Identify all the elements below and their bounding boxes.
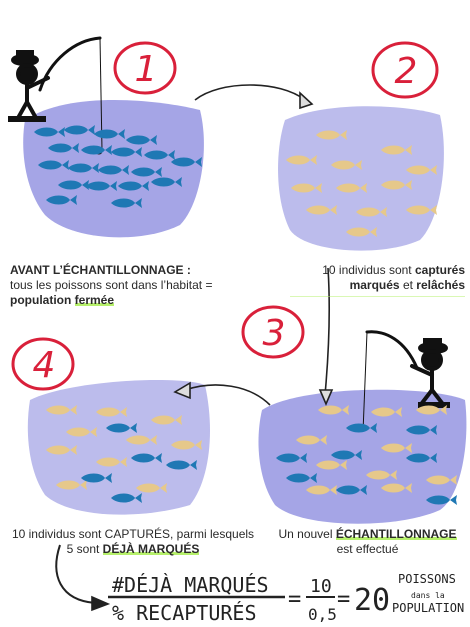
formula-label-mid: dans la xyxy=(411,591,445,600)
arrows xyxy=(55,84,334,612)
arrow-4-to-formula xyxy=(55,544,96,604)
pond-step2 xyxy=(278,106,444,251)
step1-line3: population fermée xyxy=(10,293,115,307)
step1-title: AVANT L’ÉCHANTILLONNAGE : xyxy=(10,263,191,277)
step1-caption: AVANT L’ÉCHANTILLONNAGE : tous les poiss… xyxy=(10,263,250,308)
formula-label-bottom: POPULATION xyxy=(392,601,464,615)
arrow-1-to-2 xyxy=(194,84,306,101)
fisherman-step3 xyxy=(365,330,450,408)
formula: #DÉJÀ MARQUÉS % RECAPTURÉS = 10 0,5 = 20… xyxy=(108,572,464,625)
formula-numerator-2: 10 xyxy=(310,576,332,597)
arrow-3-to-4 xyxy=(184,384,271,406)
formula-result: 20 xyxy=(354,583,390,618)
fisherman-step1 xyxy=(8,36,102,122)
step1-line2: tous les poissons sont dans l’habitat = xyxy=(10,278,213,292)
step3-number: 3 xyxy=(263,313,286,354)
step-circles xyxy=(11,41,439,391)
pond-step4 xyxy=(27,380,210,515)
equals-1: = xyxy=(288,587,301,612)
step4-number: 4 xyxy=(33,345,56,386)
fishing-line-step3 xyxy=(362,331,368,433)
step2-number: 2 xyxy=(395,51,418,92)
step3-line2: est effectué xyxy=(336,542,399,556)
step2-line2: marqués et relâchés xyxy=(349,278,465,292)
step2-caption: 10 individus sont capturés marqués et re… xyxy=(290,263,465,297)
step2-circle xyxy=(371,41,439,99)
step4-line2: 5 sont DÉJÀ MARQUÉS xyxy=(66,542,200,556)
step4-circle xyxy=(11,337,75,391)
equals-2: = xyxy=(337,587,350,612)
step1-number: 1 xyxy=(135,49,158,90)
step4-caption: 10 individus sont CAPTURÉS, parmi lesque… xyxy=(2,527,264,557)
formula-label-top: POISSONS xyxy=(398,572,456,586)
step4-line1: 10 individus sont CAPTURÉS, parmi lesque… xyxy=(11,527,255,541)
formula-denominator-1: % RECAPTURÉS xyxy=(112,601,257,625)
formula-denominator-2: 0,5 xyxy=(308,605,337,624)
arrow-2-to-3 xyxy=(324,267,331,396)
step3-circle xyxy=(241,305,305,359)
step3-caption: Un nouvel ÉCHANTILLONNAGE est effectué xyxy=(265,527,470,557)
step3-line1: Un nouvel ÉCHANTILLONNAGE xyxy=(278,527,457,541)
step1-circle xyxy=(113,41,177,95)
step2-line1: 10 individus sont capturés xyxy=(322,263,465,277)
formula-numerator-1: #DÉJÀ MARQUÉS xyxy=(112,573,269,597)
